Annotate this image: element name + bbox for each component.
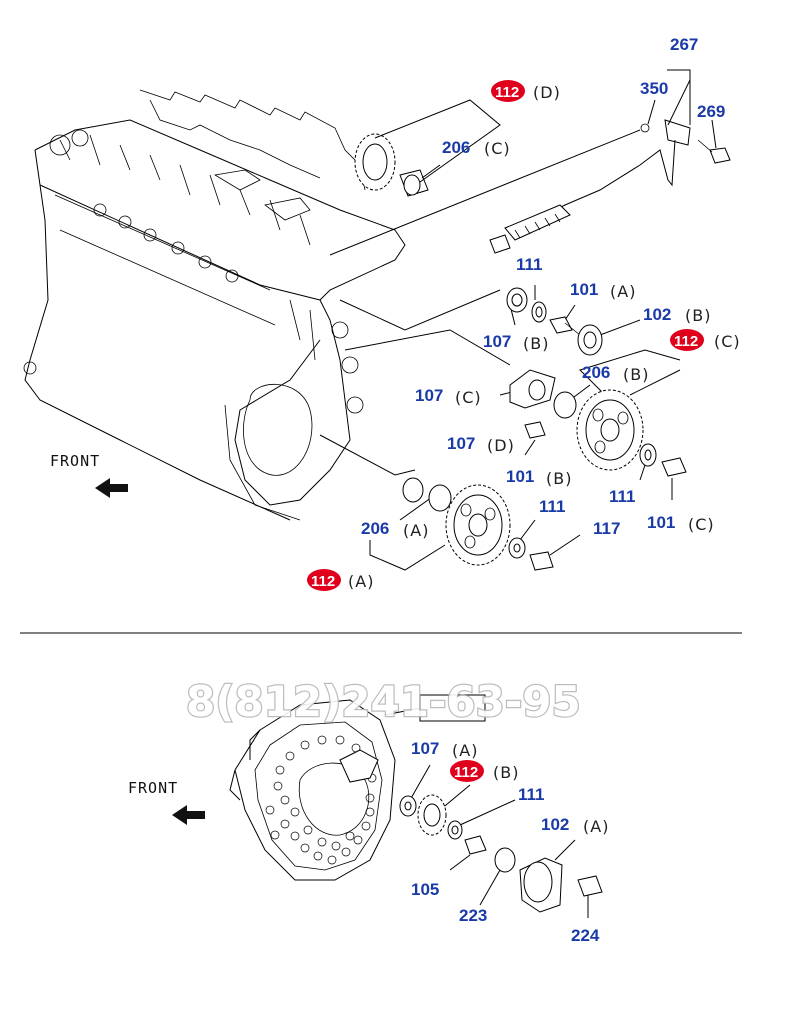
label-206-a[interactable]: 206 (A) [361, 519, 429, 540]
red-badge-icon [307, 569, 341, 591]
label-107-b[interactable]: 107 (B) [483, 332, 549, 353]
svg-text:(B): (B) [523, 334, 549, 353]
svg-text:(B): (B) [685, 306, 711, 325]
engine-block-drawing [23, 89, 406, 521]
label-112-b[interactable]: 112 (B) [450, 760, 519, 782]
label-111-top[interactable]: 111 [516, 255, 543, 274]
svg-text:(A): (A) [610, 282, 636, 301]
svg-text:107: 107 [483, 332, 511, 351]
part-labels: 267 350 269 112 (D) 206 (C) 111 101 (A) … [307, 35, 741, 945]
label-111-right[interactable]: 111 [609, 487, 636, 506]
svg-text:(C): (C) [688, 515, 715, 534]
crank-sensor-harness [329, 119, 731, 256]
svg-text:(B): (B) [493, 763, 519, 782]
label-101-a[interactable]: 101 (A) [570, 280, 636, 301]
svg-text:206: 206 [442, 138, 470, 157]
label-223[interactable]: 223 [459, 906, 487, 925]
red-badge-icon [670, 329, 704, 351]
top-right-parts [506, 287, 687, 477]
svg-text:107: 107 [411, 739, 439, 758]
svg-text:(A): (A) [452, 741, 478, 760]
bottom-parts [399, 794, 603, 913]
svg-text:(C): (C) [484, 139, 511, 158]
front-direction-top: FRONT [50, 452, 128, 498]
svg-text:(C): (C) [455, 388, 482, 407]
svg-text:107: 107 [415, 386, 443, 405]
label-111-lower[interactable]: 111 [539, 497, 566, 516]
label-206-c[interactable]: 206 (C) [442, 138, 511, 158]
label-107-d[interactable]: 107 (D) [447, 434, 515, 455]
label-112-d[interactable]: 112 (D) [491, 80, 561, 102]
red-badge-icon [450, 760, 484, 782]
label-107-c[interactable]: 107 (C) [415, 386, 482, 407]
label-224[interactable]: 224 [571, 926, 600, 945]
label-350[interactable]: 350 [640, 79, 668, 98]
svg-text:206: 206 [361, 519, 389, 538]
idler-gear-d [354, 133, 429, 197]
svg-text:(B): (B) [623, 365, 649, 384]
front-label-bottom: FRONT [128, 779, 178, 797]
label-206-b[interactable]: 206 (B) [582, 363, 649, 384]
svg-text:112: 112 [674, 333, 698, 350]
front-label-top: FRONT [50, 452, 100, 470]
svg-text:101: 101 [506, 467, 534, 486]
label-269[interactable]: 269 [697, 102, 725, 121]
label-101-c[interactable]: 101 (C) [647, 513, 715, 534]
label-112-a[interactable]: 112 (A) [307, 569, 374, 591]
svg-text:(A): (A) [583, 817, 609, 836]
svg-text:(B): (B) [546, 469, 572, 488]
svg-text:(D): (D) [487, 436, 515, 455]
label-112-c[interactable]: 112 (C) [670, 329, 741, 351]
svg-text:112: 112 [454, 764, 478, 781]
svg-text:(C): (C) [714, 332, 741, 351]
label-117[interactable]: 117 [593, 519, 620, 538]
svg-text:107: 107 [447, 434, 475, 453]
label-105[interactable]: 105 [411, 880, 439, 899]
top-lower-parts [402, 477, 554, 571]
front-direction-bottom: FRONT [128, 779, 205, 825]
label-111-bottom[interactable]: 111 [518, 785, 545, 804]
label-102-a[interactable]: 102 (A) [541, 815, 609, 836]
svg-text:102: 102 [541, 815, 569, 834]
watermark-phone: 8(812)241-63-95 [186, 677, 581, 726]
svg-text:102: 102 [643, 305, 671, 324]
svg-text:(A): (A) [348, 572, 374, 591]
svg-text:(A): (A) [403, 521, 429, 540]
leader-lines-bottom [384, 707, 589, 918]
svg-text:101: 101 [570, 280, 598, 299]
svg-text:101: 101 [647, 513, 675, 532]
label-267[interactable]: 267 [670, 35, 698, 54]
red-badge-icon [491, 80, 525, 102]
label-101-b[interactable]: 101 (B) [506, 467, 572, 488]
svg-text:206: 206 [582, 363, 610, 382]
svg-text:(D): (D) [533, 83, 561, 102]
flywheel-housing-drawing [229, 694, 486, 881]
svg-text:112: 112 [311, 573, 335, 590]
svg-text:112: 112 [495, 84, 519, 101]
label-107-a[interactable]: 107 (A) [411, 739, 478, 760]
label-102-b[interactable]: 102 (B) [643, 305, 711, 325]
front-arrow-icon-bottom [172, 805, 205, 825]
front-arrow-icon-top [95, 478, 128, 498]
